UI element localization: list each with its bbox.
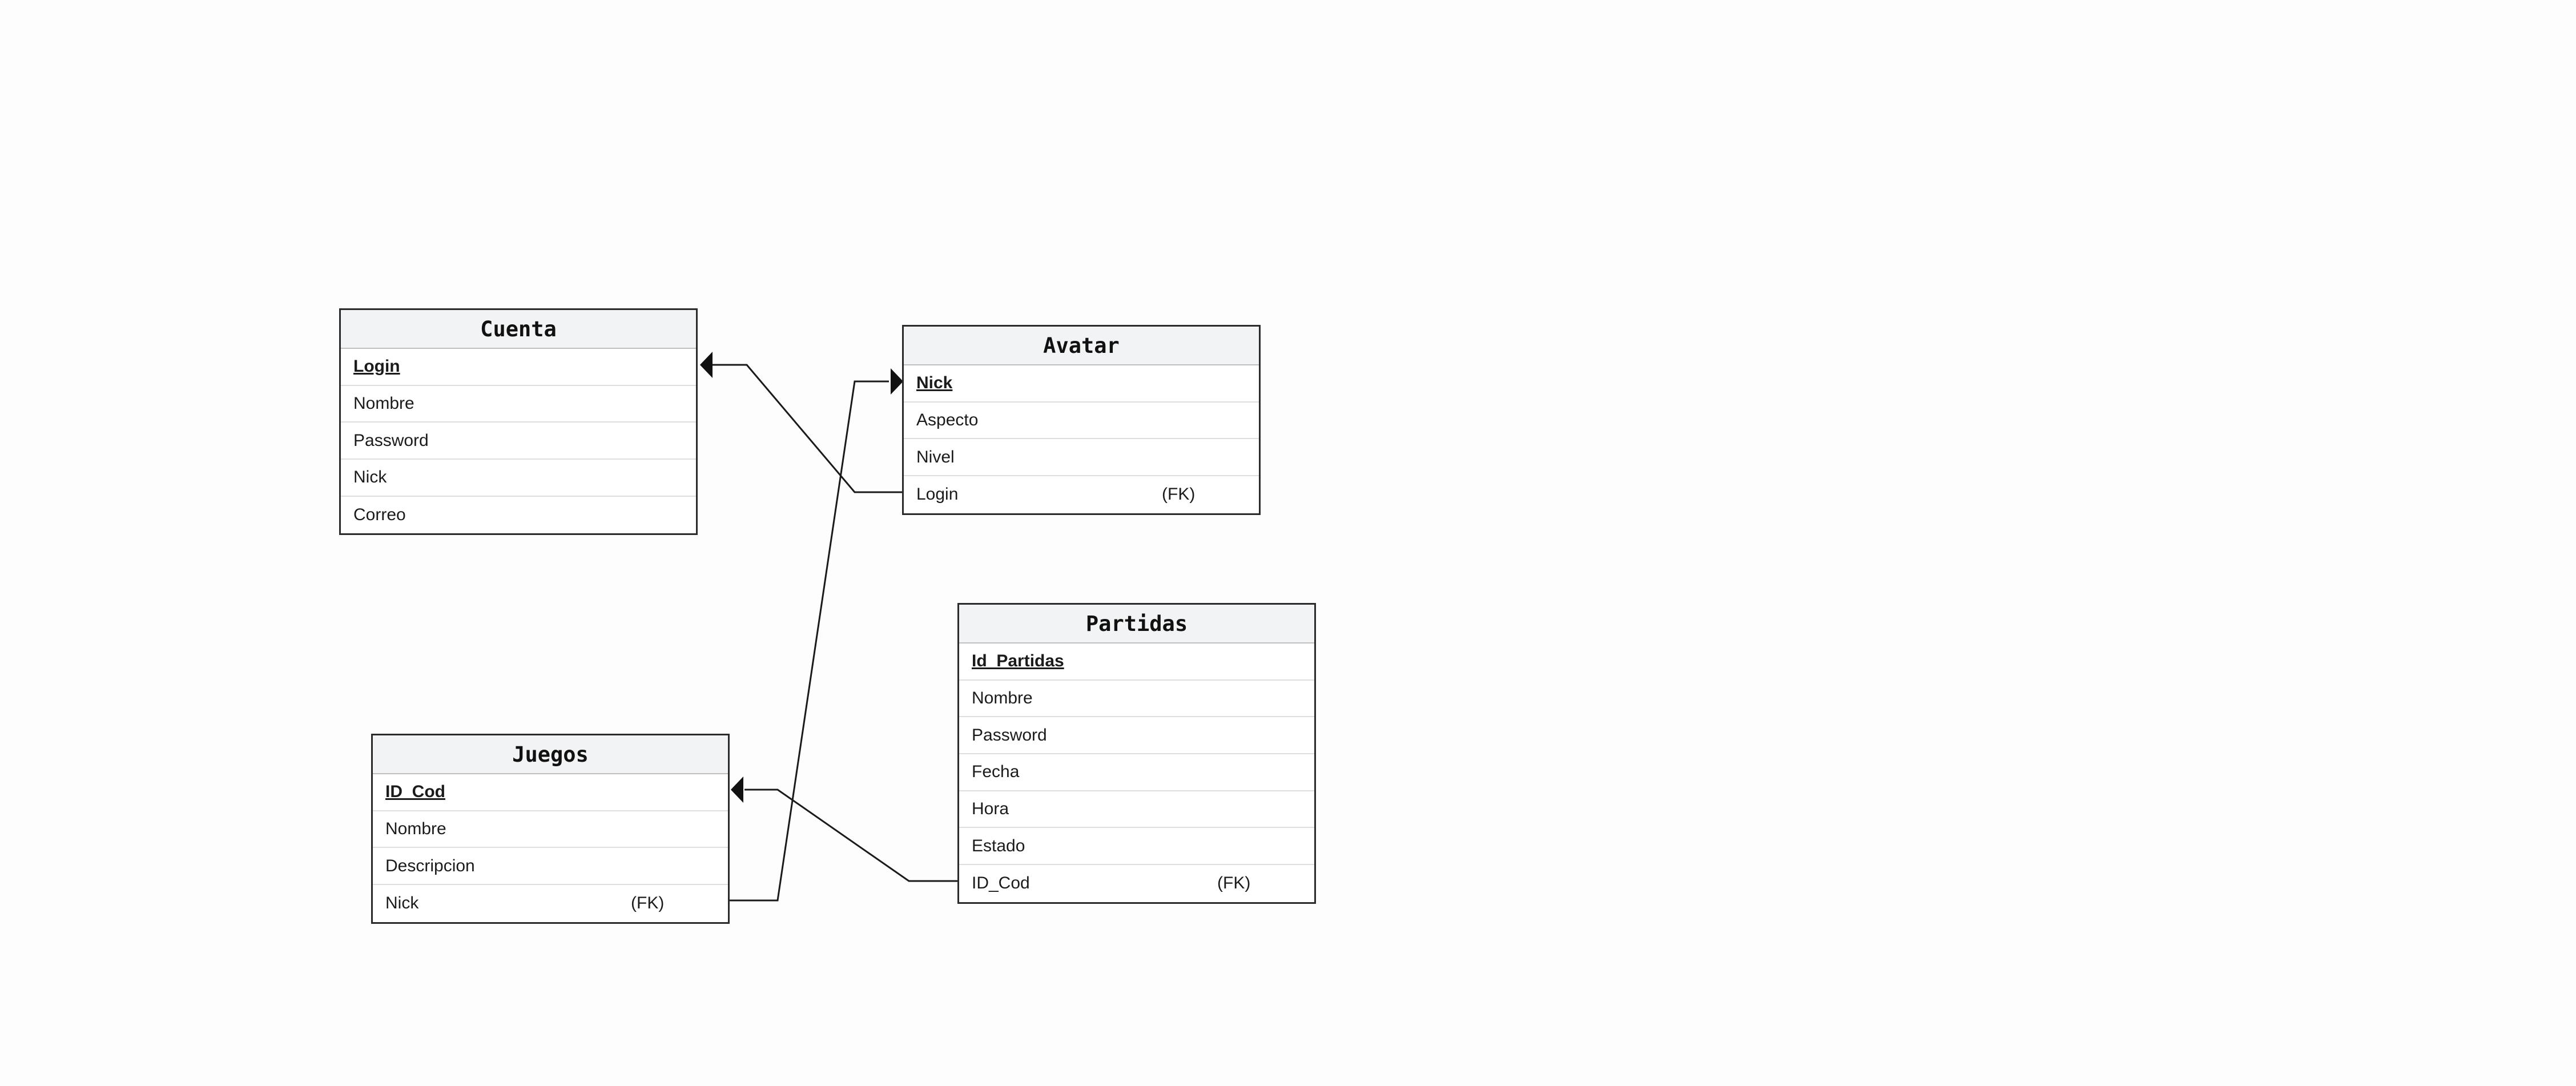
attribute-name: Estado — [972, 836, 1025, 855]
entity-avatar[interactable]: Avatar Nick Aspecto Nivel Login (FK) — [902, 325, 1261, 515]
attribute-row[interactable]: Nombre — [341, 386, 696, 423]
attribute-name: Password — [353, 431, 429, 450]
connector-partidas-idcod-to-juegos-idcod — [744, 789, 959, 882]
connector-avatar-login-to-cuenta-login — [713, 364, 904, 493]
attribute-row[interactable]: Login — [341, 349, 696, 386]
foreign-key-flag: (FK) — [1162, 485, 1196, 504]
attribute-row[interactable]: Aspecto — [904, 403, 1259, 440]
arrowhead-avatar-nick — [891, 368, 903, 395]
entity-title: Juegos — [373, 735, 728, 774]
attribute-row[interactable]: Login (FK) — [904, 476, 1259, 513]
attribute-name: Nick — [385, 894, 419, 913]
connector-juegos-nick-to-avatar-nick — [727, 380, 889, 902]
attribute-row[interactable]: ID_Cod — [373, 774, 728, 811]
attribute-name: Hora — [972, 799, 1009, 819]
attribute-name: Login — [353, 357, 400, 376]
attribute-name: Nivel — [916, 447, 955, 466]
entity-juegos[interactable]: Juegos ID_Cod Nombre Descripcion Nick (F… — [371, 734, 730, 924]
attribute-row[interactable]: Fecha — [959, 754, 1314, 791]
entity-cuenta[interactable]: Cuenta Login Nombre Password Nick Correo — [339, 308, 698, 536]
attribute-row[interactable]: Nick — [904, 365, 1259, 403]
entity-title: Cuenta — [341, 310, 696, 349]
attribute-row[interactable]: Estado — [959, 828, 1314, 866]
arrowhead-cuenta-login — [700, 352, 713, 378]
attribute-name: Password — [972, 725, 1047, 745]
attribute-row[interactable]: ID_Cod (FK) — [959, 865, 1314, 902]
attribute-name: Correo — [353, 505, 406, 525]
attribute-name: Nombre — [972, 689, 1033, 708]
attribute-name: Aspecto — [916, 411, 979, 430]
attribute-row[interactable]: Id_Partidas — [959, 643, 1314, 681]
attribute-name: Nick — [916, 373, 953, 393]
attribute-name: Nombre — [353, 394, 414, 413]
attribute-name: Fecha — [972, 762, 1020, 782]
foreign-key-flag: (FK) — [1217, 874, 1251, 893]
attribute-row[interactable]: Nombre — [959, 681, 1314, 718]
attribute-name: Nombre — [385, 819, 446, 839]
attribute-row[interactable]: Nick — [341, 460, 696, 497]
attribute-row[interactable]: Correo — [341, 497, 696, 534]
entity-partidas[interactable]: Partidas Id_Partidas Nombre Password Fec… — [957, 603, 1316, 904]
attribute-name: Login — [916, 485, 959, 504]
attribute-name: Nick — [353, 468, 387, 487]
attribute-name: ID_Cod — [972, 874, 1030, 893]
attribute-row[interactable]: Password — [341, 423, 696, 460]
attribute-row[interactable]: Nivel — [904, 439, 1259, 477]
attribute-name: Descripcion — [385, 856, 475, 875]
foreign-key-flag: (FK) — [631, 894, 665, 913]
attribute-row[interactable]: Nick (FK) — [373, 885, 728, 922]
arrowhead-juegos-idcod — [731, 777, 743, 803]
attribute-row[interactable]: Descripcion — [373, 848, 728, 886]
entity-title: Partidas — [959, 605, 1314, 643]
attribute-name: ID_Cod — [385, 782, 445, 802]
attribute-row[interactable]: Nombre — [373, 811, 728, 848]
attribute-row[interactable]: Hora — [959, 791, 1314, 828]
attribute-row[interactable]: Password — [959, 717, 1314, 755]
attribute-name: Id_Partidas — [972, 651, 1064, 671]
entity-title: Avatar — [904, 327, 1259, 365]
